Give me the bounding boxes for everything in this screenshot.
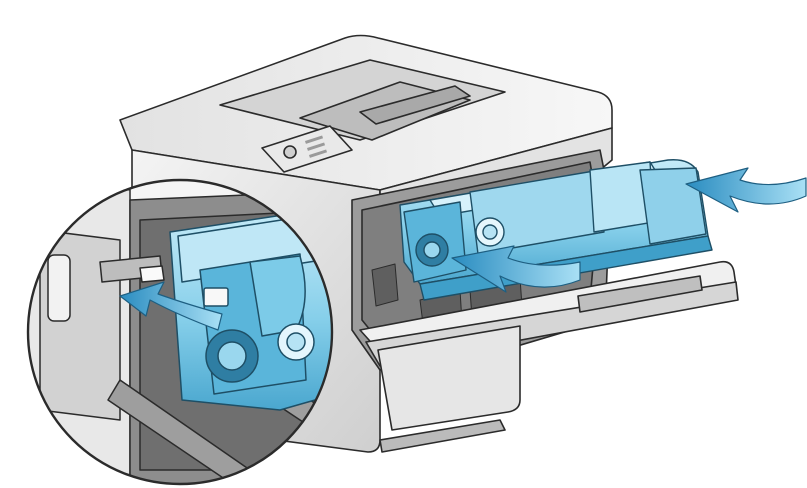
insert-arrow-icon — [451, 167, 807, 293]
magnifier-inset-icon — [26, 178, 334, 486]
